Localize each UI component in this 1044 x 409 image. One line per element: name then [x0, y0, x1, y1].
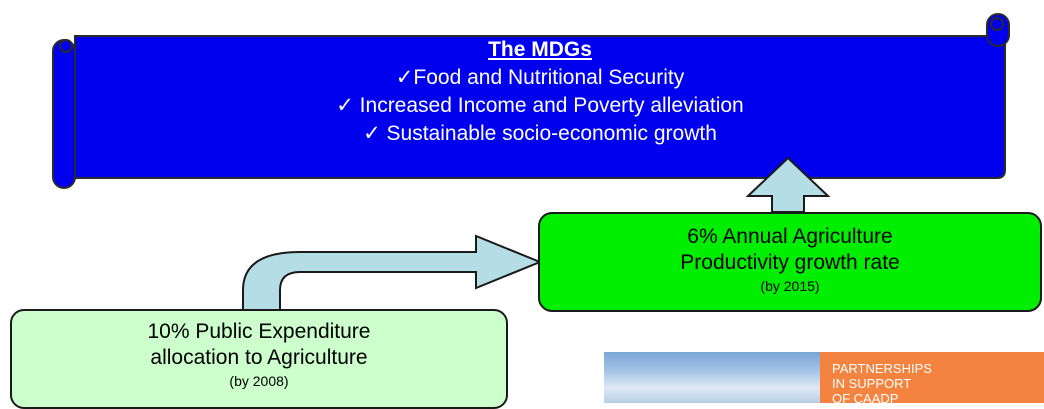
- scroll-line-food: ✓Food and Nutritional Security: [395, 66, 685, 89]
- growth-box-line1: 6% Annual Agriculture: [687, 225, 893, 248]
- spend-box-sub: (by 2008): [229, 373, 289, 389]
- banner-orange-panel: [820, 352, 1044, 403]
- spend-box-line1: 10% Public Expenditure: [147, 320, 371, 343]
- growth-rate-box: 6% Annual Agriculture Productivity growt…: [538, 212, 1042, 312]
- scroll-title: The MDGs: [488, 38, 592, 61]
- expenditure-box: 10% Public Expenditure allocation to Agr…: [10, 309, 508, 409]
- scroll-right-curl: [990, 17, 1004, 31]
- spend-box-line2: allocation to Agriculture: [150, 346, 368, 369]
- growth-box-line2: Productivity growth rate: [680, 251, 900, 274]
- scroll-left-roll: [52, 39, 76, 189]
- mdg-scroll-text: The MDGs ✓Food and Nutritional Security …: [75, 36, 1005, 148]
- partnership-banner: PARTNERSHIPS IN SUPPORT OF CAADP: [604, 352, 1044, 403]
- scroll-line-income: ✓ Increased Income and Poverty alleviati…: [336, 94, 744, 117]
- banner-line3: OF CAADP: [832, 391, 899, 403]
- banner-line2: IN SUPPORT: [832, 376, 912, 391]
- banner-line1: PARTNERSHIPS: [832, 361, 932, 376]
- scroll-left-curl: [59, 39, 73, 53]
- curved-arrow: [242, 234, 543, 313]
- growth-box-sub: (by 2015): [760, 278, 820, 294]
- sky-photo: [604, 352, 820, 403]
- scroll-line-growth: ✓ Sustainable socio-economic growth: [363, 122, 717, 145]
- scroll-body: [74, 35, 1006, 179]
- up-arrow: [745, 156, 831, 213]
